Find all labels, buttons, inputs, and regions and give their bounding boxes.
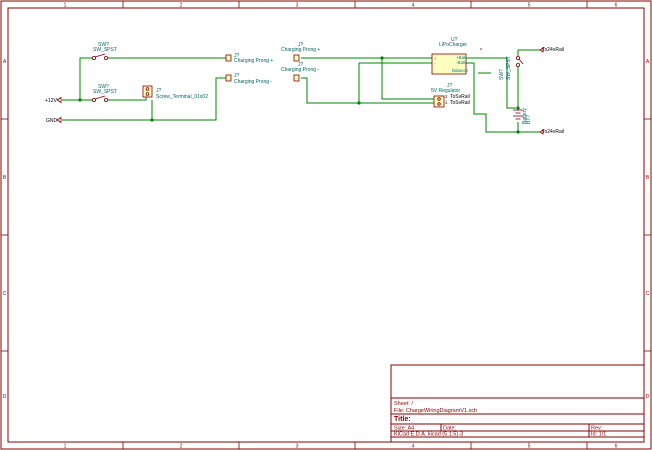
prong-minus-right: J? Charging Prong - bbox=[281, 62, 319, 82]
column-ticks bbox=[122, 1, 588, 449]
svg-text:J?: J? bbox=[234, 53, 240, 59]
rail-bottom-label: To24vRail bbox=[539, 129, 564, 135]
svg-text:J?: J? bbox=[298, 62, 304, 68]
svg-text:-: - bbox=[434, 61, 436, 66]
prong-plus-left: J? Charging Prong + bbox=[225, 53, 273, 64]
svg-text:To24vRail: To24vRail bbox=[542, 129, 564, 135]
inner-frame bbox=[7, 7, 645, 443]
svg-text:SW?: SW? bbox=[499, 69, 505, 80]
col-label-6-bottom: 6 bbox=[615, 444, 618, 450]
tb-kicad: KiCad E.D.A. kicad (5.1.5)-3 bbox=[394, 432, 463, 438]
battery: BT? Battery bbox=[513, 108, 532, 124]
svg-text:+12V: +12V bbox=[45, 98, 57, 104]
tb-file: File: ChargeWiringDiagramV1.sch bbox=[394, 408, 477, 414]
tb-date: Date: bbox=[443, 426, 457, 432]
col-label-1-bottom: 1 bbox=[64, 444, 67, 450]
svg-text:J?: J? bbox=[234, 73, 240, 79]
col-label-3-bottom: 3 bbox=[296, 444, 299, 450]
rail-top-label: To24vRail bbox=[539, 47, 564, 53]
row-label-d: D bbox=[3, 394, 7, 400]
title-block: Sheet: / File: ChargeWiringDiagramV1.sch… bbox=[390, 364, 645, 443]
junctions bbox=[78, 56, 520, 134]
svg-text:SW_SPST: SW_SPST bbox=[93, 89, 117, 95]
plus12v-label: +12V bbox=[45, 96, 62, 104]
svg-text:Charging Prong +: Charging Prong + bbox=[234, 58, 273, 64]
svg-text:J?: J? bbox=[447, 83, 453, 89]
svg-text:+: + bbox=[434, 56, 437, 61]
svg-text:J?: J? bbox=[156, 88, 162, 94]
svg-text:LiPoCharger: LiPoCharger bbox=[439, 42, 467, 48]
svg-text:ToSvRail: ToSvRail bbox=[450, 100, 470, 106]
switch-top: SW? SW_SPST bbox=[92, 42, 117, 61]
row-label-a: A bbox=[3, 59, 7, 65]
switch-battery: SW? SW_SPST bbox=[499, 56, 524, 80]
col-label-4-bottom: 4 bbox=[412, 444, 415, 450]
svg-text:BT?: BT? bbox=[526, 115, 532, 124]
tb-title-label: Title: bbox=[394, 416, 411, 423]
svg-text:SW_SPST: SW_SPST bbox=[93, 47, 117, 53]
prong-plus-right: J? Charging Prong + bbox=[281, 42, 320, 62]
col-label-2: 2 bbox=[180, 3, 183, 9]
svg-text:GND: GND bbox=[46, 118, 58, 124]
svg-text:Charging Prong -: Charging Prong - bbox=[234, 79, 272, 85]
svg-text:To24vRail: To24vRail bbox=[542, 47, 564, 53]
svg-text:-Batt: -Batt bbox=[456, 60, 466, 65]
col-label-4: 4 bbox=[412, 3, 415, 9]
lipo-charger: U? LiPoCharger + - +Batt -Batt Balance bbox=[431, 37, 482, 75]
col-label-3: 3 bbox=[296, 3, 299, 9]
tb-rev: Rev: bbox=[591, 426, 603, 432]
row-label-a-right: A bbox=[646, 59, 650, 65]
svg-text:Balance: Balance bbox=[452, 68, 469, 73]
row-label-c: C bbox=[3, 291, 7, 297]
svg-text:ToSvRail: ToSvRail bbox=[450, 94, 470, 100]
wires bbox=[62, 49, 540, 133]
svg-text:SW?: SW? bbox=[98, 84, 109, 90]
gnd-label: GND bbox=[46, 116, 62, 124]
row-ticks bbox=[1, 118, 651, 352]
row-label-d-right: D bbox=[646, 394, 650, 400]
col-label-2-bottom: 2 bbox=[180, 444, 183, 450]
svg-text:1: 1 bbox=[445, 100, 448, 105]
svg-text:SW?: SW? bbox=[98, 42, 109, 48]
svg-text:2: 2 bbox=[445, 94, 448, 99]
row-label-c-right: C bbox=[646, 291, 650, 297]
svg-text:U?: U? bbox=[451, 37, 458, 43]
col-label-5: 5 bbox=[528, 3, 531, 9]
tb-id: Id: 1/1 bbox=[591, 432, 606, 438]
screw-terminal: J? Screw_Terminal_01x02 bbox=[142, 85, 208, 100]
svg-text:Charging Prong -: Charging Prong - bbox=[281, 67, 319, 73]
svg-text:5V Regulator: 5V Regulator bbox=[431, 88, 461, 94]
row-label-b-right: B bbox=[646, 175, 650, 181]
svg-text:Screw_Terminal_01x02: Screw_Terminal_01x02 bbox=[156, 94, 208, 100]
svg-text:J?: J? bbox=[298, 42, 304, 48]
row-label-b: B bbox=[3, 175, 7, 181]
col-label-1: 1 bbox=[64, 3, 67, 9]
svg-text:Charging Prong +: Charging Prong + bbox=[281, 47, 320, 53]
tb-sheet: Sheet: / bbox=[394, 401, 413, 407]
svg-text:SW_SPST: SW_SPST bbox=[506, 56, 512, 80]
switch-middle: SW? SW_SPST bbox=[92, 84, 117, 103]
tb-size: Size: A4 bbox=[394, 426, 414, 432]
svg-text:Battery: Battery bbox=[522, 108, 528, 124]
prong-minus-left: J? Charging Prong - bbox=[225, 73, 272, 85]
col-label-6: 6 bbox=[615, 3, 618, 9]
svg-text:+Batt: +Batt bbox=[456, 55, 467, 60]
col-label-5-bottom: 5 bbox=[528, 444, 531, 450]
five-volt-regulator: J? 5V Regulator 2 1 ToSvRail ToSvRail bbox=[431, 83, 470, 108]
